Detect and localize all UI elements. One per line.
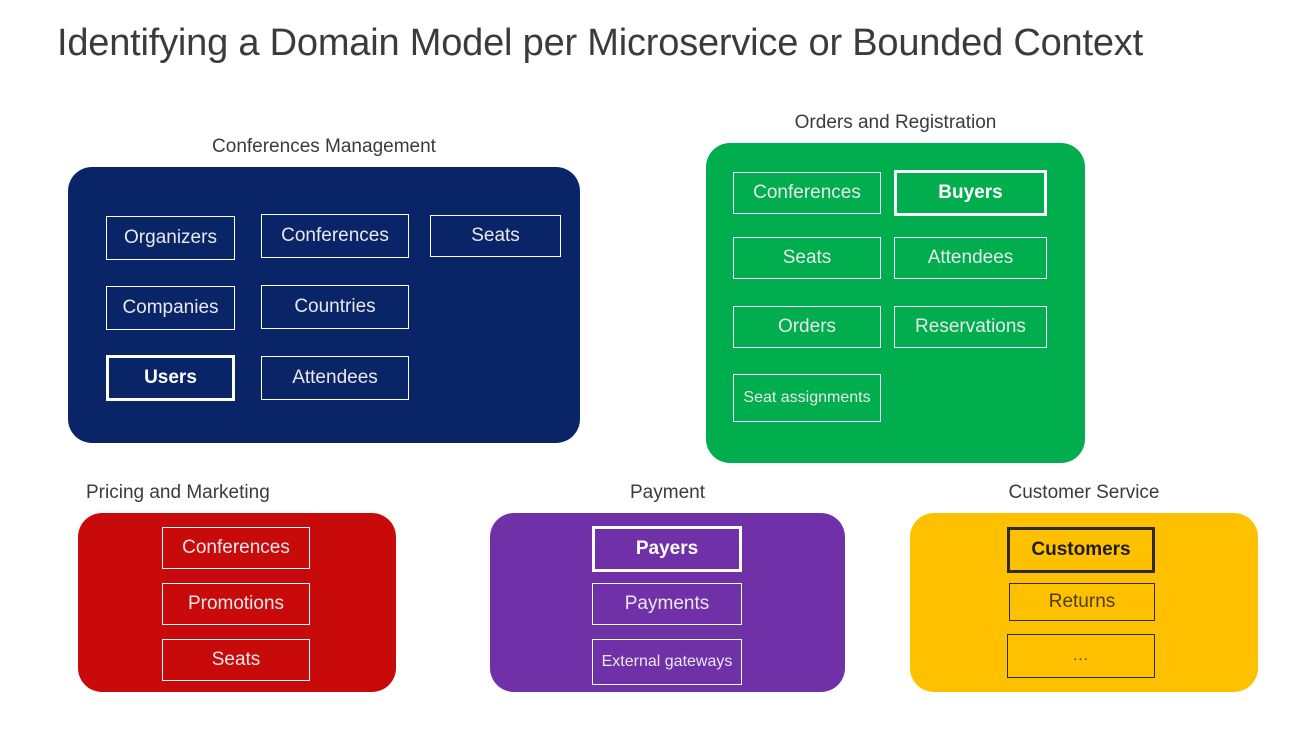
entity-label: Buyers	[938, 182, 1003, 204]
entity-box-returns[interactable]: Returns	[1009, 583, 1155, 621]
page-title: Identifying a Domain Model per Microserv…	[57, 22, 1143, 64]
entity-label: Promotions	[187, 593, 285, 615]
entity-label: Payments	[624, 593, 710, 615]
entity-box-external-gateways[interactable]: External gateways	[592, 639, 742, 685]
entity-label: Attendees	[292, 367, 378, 389]
entity-box-companies[interactable]: Companies	[106, 286, 235, 330]
entity-box-conferences[interactable]: Conferences	[261, 214, 409, 258]
entity-box-payments[interactable]: Payments	[592, 583, 742, 625]
entity-label: Companies	[122, 297, 219, 319]
entity-label: Seat assignments	[743, 388, 871, 406]
entity-label: Returns	[1048, 591, 1116, 613]
context-group-orders-and-registration: Orders and Registration Conferences Buye…	[706, 112, 1085, 463]
entity-label: Orders	[777, 316, 837, 338]
entity-label: External gateways	[601, 652, 733, 670]
entity-box-more[interactable]: ...	[1007, 634, 1155, 678]
entity-box-seats[interactable]: Seats	[733, 237, 881, 279]
entity-label: Reservations	[915, 316, 1026, 338]
entity-box-orders[interactable]: Orders	[733, 306, 881, 348]
context-caption-conferences-management: Conferences Management	[212, 136, 436, 157]
context-panel-customer-service	[910, 513, 1258, 692]
entity-label: Users	[144, 367, 197, 389]
context-caption-orders-and-registration: Orders and Registration	[794, 112, 997, 133]
context-panel-payment	[490, 513, 845, 692]
entity-box-attendees[interactable]: Attendees	[261, 356, 409, 400]
context-group-pricing-and-marketing: Pricing and Marketing Conferences Promot…	[78, 482, 396, 692]
context-caption-payment: Payment	[630, 482, 705, 503]
entity-label: Conferences	[753, 182, 861, 204]
entity-box-countries[interactable]: Countries	[261, 285, 409, 329]
entity-box-seats[interactable]: Seats	[162, 639, 310, 681]
entity-box-seat-assignments[interactable]: Seat assignments	[733, 374, 881, 422]
entity-box-promotions[interactable]: Promotions	[162, 583, 310, 625]
entity-label: Payers	[635, 538, 699, 560]
entity-label: Conferences	[281, 225, 389, 247]
entity-label: Seats	[782, 247, 832, 269]
entity-label: Organizers	[124, 227, 217, 249]
entity-label: Seats	[211, 649, 261, 671]
context-caption-customer-service: Customer Service	[1008, 482, 1160, 503]
context-panel-conferences-management	[68, 167, 580, 443]
context-group-customer-service: Customer Service Customers Returns ...	[910, 482, 1258, 692]
entity-box-conferences[interactable]: Conferences	[162, 527, 310, 569]
entity-label: ...	[1073, 647, 1089, 665]
entity-label: Countries	[294, 296, 376, 318]
context-caption-pricing-and-marketing: Pricing and Marketing	[86, 482, 270, 503]
entity-label: Conferences	[182, 537, 290, 559]
context-group-payment: Payment Payers Payments External gateway…	[490, 482, 845, 692]
entity-box-attendees[interactable]: Attendees	[894, 237, 1047, 279]
entity-box-organizers[interactable]: Organizers	[106, 216, 235, 260]
context-panel-pricing-and-marketing	[78, 513, 396, 692]
entity-box-seats[interactable]: Seats	[430, 215, 561, 257]
entity-box-buyers[interactable]: Buyers	[894, 170, 1047, 216]
context-group-conferences-management: Conferences Management Organizers Confer…	[68, 136, 580, 443]
entity-label: Attendees	[927, 247, 1014, 269]
entity-label: Customers	[1031, 539, 1131, 561]
entity-box-users[interactable]: Users	[106, 355, 235, 401]
entity-label: Seats	[471, 225, 520, 247]
entity-box-conferences[interactable]: Conferences	[733, 172, 881, 214]
entity-box-customers[interactable]: Customers	[1007, 527, 1155, 573]
entity-box-payers[interactable]: Payers	[592, 526, 742, 572]
entity-box-reservations[interactable]: Reservations	[894, 306, 1047, 348]
